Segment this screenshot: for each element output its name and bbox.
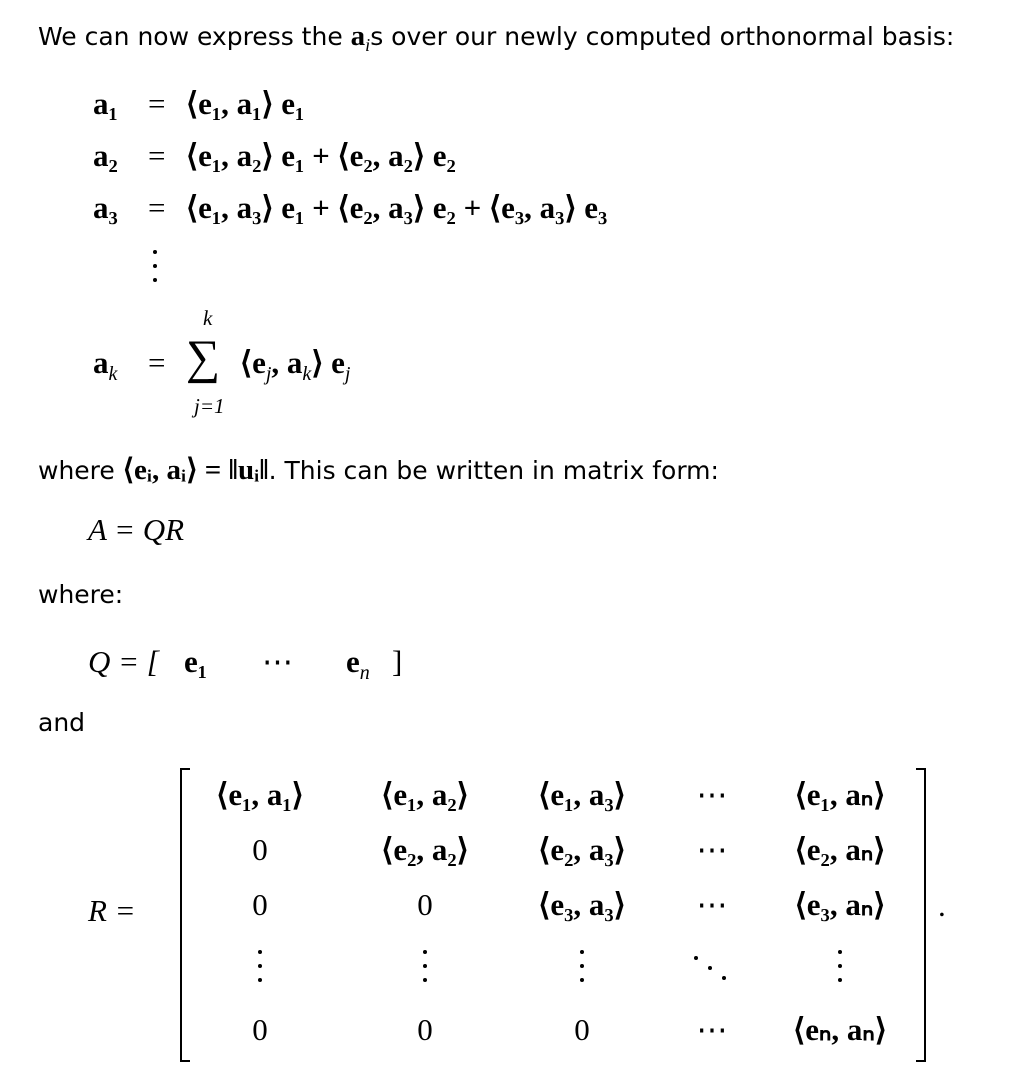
sum-lower-limit: j=1: [194, 394, 225, 418]
q-en: en: [346, 644, 370, 685]
matrix-cell: ⟨e₁, a₁⟩: [216, 777, 304, 812]
where-label: where:: [38, 580, 124, 609]
matrix-vdots: [580, 950, 585, 992]
matrix-cell: ⟨e₂, aₙ⟩: [794, 832, 886, 867]
sum-upper-limit: k: [203, 306, 213, 330]
matrix-cell: ⟨e₂, a₃⟩: [538, 832, 626, 867]
q-close-bracket: ]: [392, 644, 403, 679]
matrix-cell: 0: [252, 887, 268, 922]
eq2-equals: =: [148, 138, 166, 173]
eq2-lhs: a₂: [93, 138, 118, 173]
sum-rhs: ⟨ej, ak⟩ ej: [240, 345, 351, 386]
and-label: and: [38, 708, 86, 737]
matrix-cell: ⋯: [696, 1012, 728, 1047]
r-period: .: [938, 888, 946, 923]
intro-symbol: a: [350, 20, 366, 52]
matrix-cell: 0: [417, 887, 433, 922]
matrix-cell: ⟨e₃, a₃⟩: [538, 887, 626, 922]
eq3-lhs: a₃: [93, 190, 118, 225]
eq1-lhs: a₁: [93, 86, 118, 121]
matrix-cell: 0: [252, 832, 268, 867]
vertical-ellipsis: [153, 250, 158, 292]
matrix-cell: ⋯: [696, 887, 728, 922]
matrix-vdots: [838, 950, 843, 992]
intro-text: We can now express the ais over our newl…: [38, 20, 954, 56]
matrix-cell: ⟨e₁, a₃⟩: [538, 777, 626, 812]
matrix-vdots: [423, 950, 428, 992]
matrix-cell: 0: [417, 1012, 433, 1047]
eq2-rhs: ⟨e₁, a₂⟩ e₁ + ⟨e₂, a₂⟩ e₂: [186, 138, 456, 173]
intro-pre: We can now express the: [38, 22, 351, 51]
sum-lhs: ak: [93, 345, 118, 386]
matrix-cell: ⋯: [696, 777, 728, 812]
eq1-equals: =: [148, 86, 166, 121]
q-e1: e₁: [184, 644, 208, 679]
where-pre: where: [38, 456, 123, 485]
matrix-cell: ⟨e₁, aₙ⟩: [794, 777, 886, 812]
eq1-rhs: ⟨e₁, a₁⟩ e₁: [186, 86, 305, 121]
norm-identity: ⟨eᵢ, aᵢ⟩ = ‖uᵢ‖: [122, 454, 269, 486]
where-norm-text: where ⟨eᵢ, aᵢ⟩ = ‖uᵢ‖. This can be writt…: [38, 452, 719, 487]
matrix-left-bracket: [180, 768, 190, 1062]
matrix-cell: 0: [252, 1012, 268, 1047]
intro-sub: i: [365, 35, 371, 55]
matrix-vdots: [258, 950, 263, 992]
sigma-symbol: ∑: [186, 331, 221, 384]
matrix-cell: ⟨e₃, aₙ⟩: [794, 887, 886, 922]
r-lhs: R =: [88, 893, 136, 928]
q-dots: ⋯: [262, 644, 293, 679]
eq3-rhs: ⟨e₁, a₃⟩ e₁ + ⟨e₂, a₃⟩ e₂ + ⟨e₃, a₃⟩ e₃: [186, 190, 608, 225]
matrix-cell: ⋯: [696, 832, 728, 867]
matrix-right-bracket: [916, 768, 926, 1062]
matrix-cell: ⟨e₁, a₂⟩: [381, 777, 469, 812]
eq3-equals: =: [148, 190, 166, 225]
q-lhs: Q = [: [88, 644, 159, 679]
aqr-equation: A = QR: [88, 512, 185, 547]
matrix-cell: 0: [574, 1012, 590, 1047]
matrix-cell: ⟨eₙ, aₙ⟩: [793, 1012, 887, 1047]
intro-post: s over our newly computed orthonormal ba…: [370, 22, 955, 51]
where-post: . This can be written in matrix form:: [268, 456, 719, 485]
matrix-cell: ⟨e₂, a₂⟩: [381, 832, 469, 867]
sum-equals: =: [148, 345, 166, 380]
